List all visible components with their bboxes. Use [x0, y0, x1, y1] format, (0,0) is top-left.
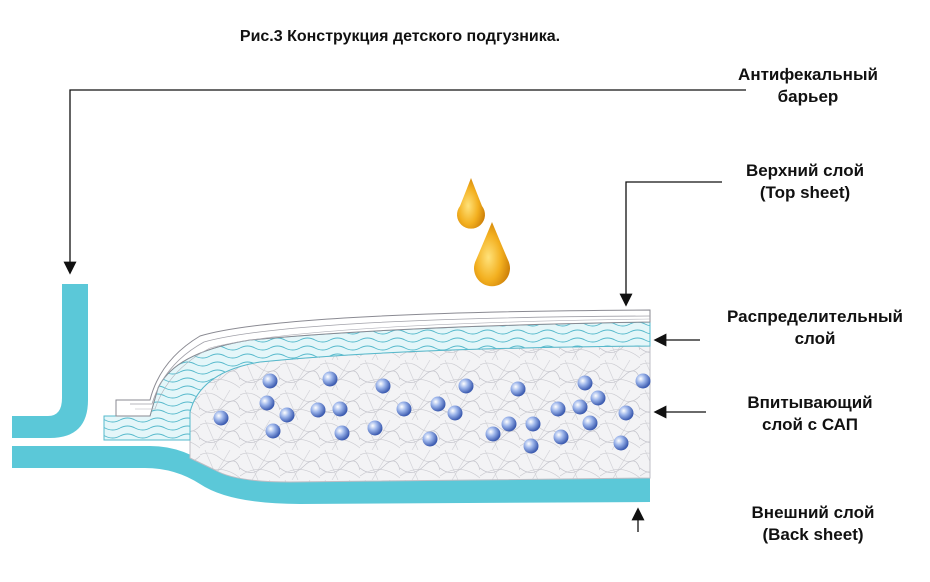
label-back-sheet: Внешний слой (Back sheet) — [751, 503, 875, 544]
liquid-droplet-large — [474, 222, 510, 287]
sap-bead — [523, 438, 539, 454]
anti-fecal-barrier — [12, 284, 88, 438]
sap-bead — [458, 378, 474, 394]
sap-bead — [265, 423, 281, 439]
back-sheet-layer — [12, 446, 650, 504]
top-sheet-layer — [115, 309, 651, 417]
sap-bead — [635, 373, 651, 389]
sap-bead — [572, 399, 588, 415]
sap-bead — [310, 402, 326, 418]
sap-bead — [510, 381, 526, 397]
top-sheet-pointer — [619, 181, 722, 307]
label-anti-fecal-barrier: Антифекальный барьер — [738, 65, 878, 106]
sap-bead — [375, 378, 391, 394]
sap-bead — [279, 407, 295, 423]
label-absorbent-layer: Впитывающий слой с САП — [747, 393, 873, 434]
sap-bead — [396, 401, 412, 417]
sap-bead — [332, 401, 348, 417]
sap-bead — [577, 375, 593, 391]
anti-fecal-barrier-pointer — [63, 89, 746, 275]
sap-bead — [525, 416, 541, 432]
sap-bead — [430, 396, 446, 412]
sap-bead — [485, 426, 501, 442]
sap-bead — [590, 390, 606, 406]
sap-bead — [501, 416, 517, 432]
sap-bead — [213, 410, 229, 426]
sap-bead — [618, 405, 634, 421]
label-distribution-layer: Распределительный слой — [727, 307, 903, 348]
liquid-droplet-small — [457, 178, 486, 229]
sap-bead — [422, 431, 438, 447]
label-top-sheet: Верхний слой (Top sheet) — [745, 161, 865, 202]
sap-bead — [447, 405, 463, 421]
sap-bead — [262, 373, 278, 389]
sap-bead — [553, 429, 569, 445]
sap-bead — [367, 420, 383, 436]
sap-bead — [322, 371, 338, 387]
diagram-title: Рис.3 Конструкция детского подгузника. — [239, 28, 561, 45]
sap-bead — [613, 435, 629, 451]
sap-beads-group — [213, 371, 651, 454]
sap-bead — [259, 395, 275, 411]
sap-bead — [334, 425, 350, 441]
sap-bead — [550, 401, 566, 417]
sap-bead — [582, 415, 598, 431]
